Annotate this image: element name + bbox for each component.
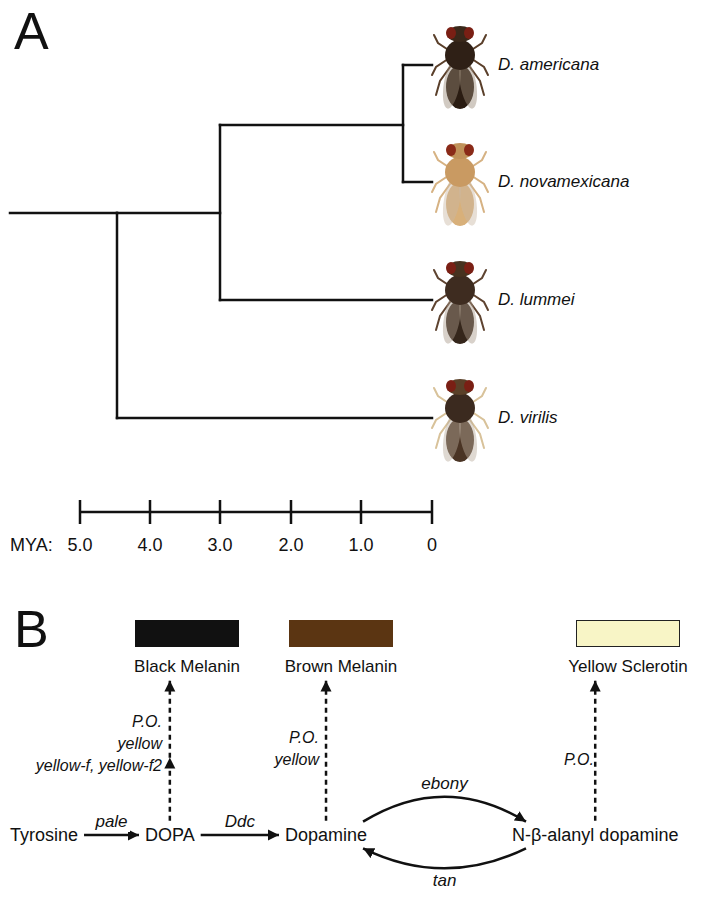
fly-eye	[464, 262, 474, 274]
compound-node: N-β-alanyl dopamine	[512, 825, 678, 846]
inner-branch	[117, 212, 220, 215]
virilis-branch	[117, 417, 432, 420]
gene-label: tan	[431, 871, 459, 891]
tree-node-line	[219, 125, 222, 300]
reaction-arrow	[84, 834, 139, 837]
enzyme-label: P.O.	[289, 729, 319, 747]
fly-illustration	[432, 26, 488, 110]
reaction-arrow	[201, 834, 279, 837]
dashed-arrow	[594, 681, 597, 821]
dashed-arrow	[169, 681, 172, 821]
gene-label: yellow	[118, 735, 162, 753]
fly-illustration	[432, 379, 488, 463]
fly-head	[447, 261, 473, 277]
fly-eye	[446, 380, 456, 392]
tree-node-line	[116, 213, 119, 418]
fly-illustration	[432, 261, 488, 345]
axis-tick-label: 4.0	[137, 535, 162, 556]
axis-tick-label: 5.0	[67, 535, 92, 556]
compound-name: N-β-alanyl dopamine	[512, 825, 678, 846]
lummei-branch	[220, 299, 432, 302]
tree-node-line	[402, 65, 405, 182]
axis-tick-label: 0	[427, 535, 437, 556]
axis-title: MYA:	[10, 535, 53, 556]
root-branch	[10, 212, 117, 215]
novamexicana-branch	[403, 181, 432, 184]
axis-tick-label: 3.0	[207, 535, 232, 556]
panel-letter: A	[14, 2, 49, 62]
species-name: D. virilis	[498, 408, 558, 428]
pigment-label: Black Melanin	[102, 657, 272, 677]
species-name: D. novamexicana	[498, 172, 629, 192]
reaction-arrow	[363, 797, 526, 822]
fly-head	[447, 379, 473, 395]
fly-thorax	[445, 157, 475, 187]
enzyme-label: P.O.	[132, 713, 162, 731]
fly-eye	[446, 27, 456, 39]
fly-eye	[464, 380, 474, 392]
species-name: D. americana	[498, 55, 599, 75]
pigment-swatch	[576, 620, 680, 647]
fly-eye	[446, 144, 456, 156]
pigment-label: Yellow Sclerotin	[543, 657, 701, 677]
compound-name: DOPA	[145, 825, 195, 846]
pigment-node: Yellow Sclerotin	[543, 620, 701, 677]
axis-tick-label: 1.0	[348, 535, 373, 556]
gene-label: yellow	[275, 751, 319, 769]
axis-tick-label: 2.0	[278, 535, 303, 556]
fly-thorax	[445, 393, 475, 423]
compound-name: Tyrosine	[10, 825, 78, 846]
compound-name: Dopamine	[285, 825, 367, 846]
fly-head	[447, 26, 473, 42]
species-name: D. lummei	[498, 290, 575, 310]
axis-line	[80, 511, 432, 514]
compound-node: Dopamine	[285, 825, 367, 846]
compound-node: DOPA	[145, 825, 195, 846]
gene-label: Ddc	[223, 812, 257, 832]
pigment-swatch	[289, 620, 393, 647]
fly-thorax	[445, 40, 475, 70]
pigment-swatch	[135, 620, 239, 647]
fly-eye	[464, 27, 474, 39]
reaction-arrow	[363, 848, 526, 868]
pigment-label: Brown Melanin	[256, 657, 426, 677]
fly-illustration	[432, 143, 488, 227]
dashed-arrow	[325, 681, 328, 821]
gene-label: pale	[93, 812, 129, 832]
panel-letter: B	[14, 600, 49, 660]
gene-label: ebony	[419, 774, 469, 794]
fly-thorax	[445, 275, 475, 305]
compound-node: Tyrosine	[10, 825, 78, 846]
gene-label: yellow-f, yellow-f2	[36, 757, 162, 775]
enzyme-label: P.O.	[564, 751, 594, 769]
inner-branch	[220, 124, 403, 127]
fly-eye	[446, 262, 456, 274]
fly-eye	[464, 144, 474, 156]
pigment-node: Black Melanin	[102, 620, 272, 677]
axis-ticks	[80, 500, 432, 524]
fly-head	[447, 143, 473, 159]
pigment-node: Brown Melanin	[256, 620, 426, 677]
americana-branch	[403, 64, 432, 67]
time-axis	[80, 500, 432, 524]
phylogeny-tree	[10, 65, 432, 418]
